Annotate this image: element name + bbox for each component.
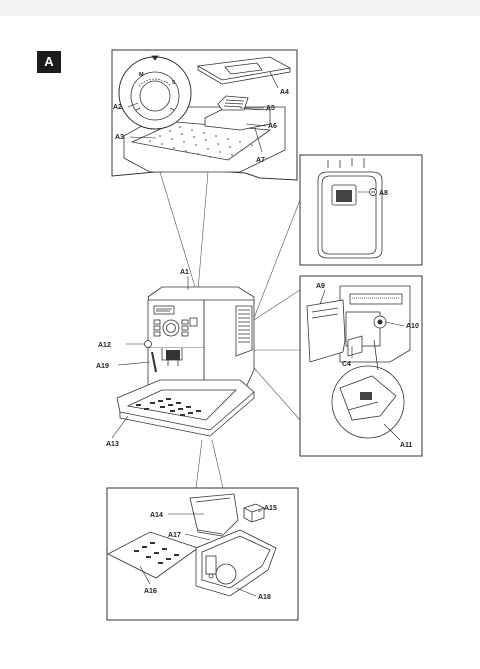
label-a5: A5 xyxy=(266,105,275,112)
label-a2: A2 xyxy=(113,104,122,111)
label-a18: A18 xyxy=(258,594,271,601)
coffee-machine xyxy=(116,286,255,437)
steam-wand xyxy=(151,351,157,373)
coffee-spout xyxy=(166,350,180,360)
label-a14: A14 xyxy=(150,512,163,519)
label-a19: A19 xyxy=(96,363,109,370)
detail-box-brewing-unit xyxy=(299,275,423,457)
dial-mark-m: M xyxy=(139,72,144,78)
label-a6: A6 xyxy=(268,123,277,130)
coffee-bean-lid xyxy=(217,95,249,111)
label-a3: A3 xyxy=(115,134,124,141)
detail-box-water-tank-top xyxy=(299,154,423,266)
section-badge: A xyxy=(37,51,61,73)
steam-knob xyxy=(144,340,152,348)
service-door xyxy=(306,299,346,363)
label-a7: A7 xyxy=(256,157,265,164)
callout-connectors xyxy=(159,171,301,489)
label-a4: A4 xyxy=(280,89,289,96)
label-a13: A13 xyxy=(106,441,119,448)
detail-box-bottom xyxy=(106,487,299,621)
label-a11: A11 xyxy=(400,442,413,449)
dial-mark-5: 5 xyxy=(172,80,175,86)
label-a1: A1 xyxy=(180,269,189,276)
viewer-top-bar xyxy=(0,0,480,16)
water-softener-filter xyxy=(243,503,265,523)
label-a12: A12 xyxy=(98,342,111,349)
label-a15: A15 xyxy=(264,505,277,512)
label-a17: A17 xyxy=(168,532,181,539)
dial-arrow-indicator xyxy=(151,55,159,61)
label-c4: C4 xyxy=(342,361,351,368)
brewing-unit-magnifier xyxy=(331,365,405,439)
label-a8: A8 xyxy=(379,190,388,197)
coffee-grounds-container xyxy=(189,493,239,537)
grinder-dial-magnifier xyxy=(118,56,192,130)
detail-box-top xyxy=(111,49,298,181)
label-a16: A16 xyxy=(144,588,157,595)
label-a10: A10 xyxy=(406,323,419,330)
label-a9: A9 xyxy=(316,283,325,290)
water-level-indicator xyxy=(205,555,217,575)
